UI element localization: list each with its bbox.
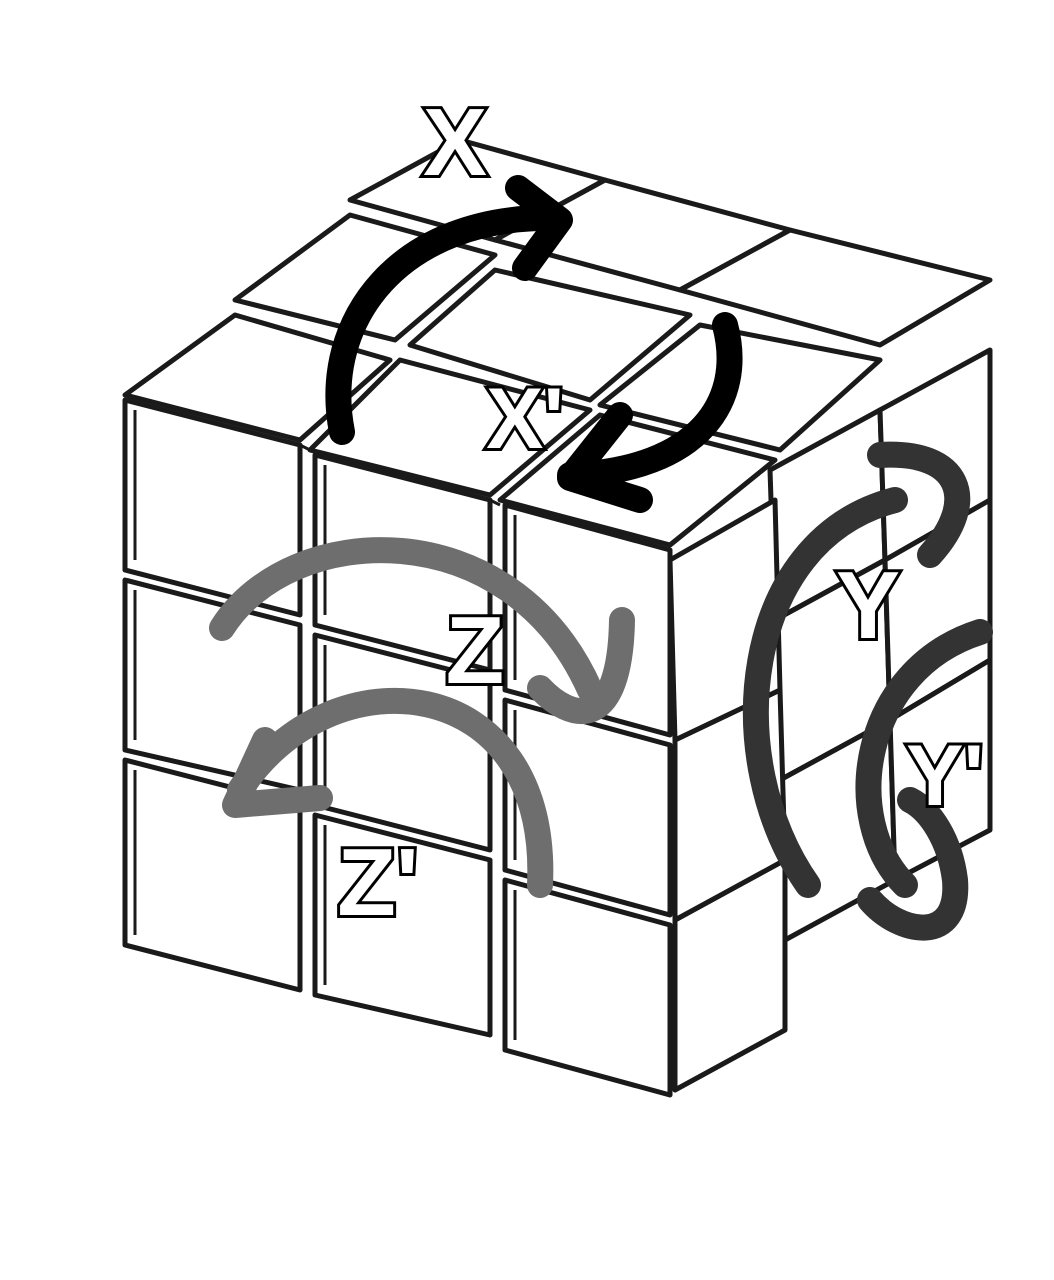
label-z: Z bbox=[446, 597, 505, 704]
y-arrow-shaft bbox=[742, 487, 908, 898]
y-prime-arrow bbox=[855, 619, 993, 941]
x-prime-arrow bbox=[557, 312, 743, 513]
z-prime-arrow bbox=[222, 688, 554, 898]
x-arrow-shaft bbox=[325, 204, 568, 445]
z-prime-arrow-shaft bbox=[227, 688, 554, 898]
x-prime-arrow-shaft bbox=[557, 312, 743, 488]
label-y: Y bbox=[836, 552, 900, 659]
x-prime-arrow-head bbox=[557, 402, 653, 513]
x-arrow-head bbox=[505, 175, 573, 281]
z-arrow-head bbox=[527, 607, 635, 724]
label-y-prime: Y' bbox=[906, 728, 984, 824]
z-prime-arrow-head bbox=[222, 727, 333, 818]
y-prime-arrow-head bbox=[857, 787, 969, 941]
y-arrow-head bbox=[867, 441, 971, 568]
y-prime-arrow-shaft bbox=[855, 619, 993, 898]
label-x: X bbox=[423, 89, 487, 196]
z-arrow bbox=[209, 537, 635, 724]
label-x-prime: X' bbox=[486, 371, 564, 467]
label-z-prime: Z' bbox=[337, 829, 418, 936]
z-arrow-shaft bbox=[209, 537, 603, 703]
x-arrow bbox=[325, 175, 573, 445]
y-arrow bbox=[742, 441, 971, 898]
